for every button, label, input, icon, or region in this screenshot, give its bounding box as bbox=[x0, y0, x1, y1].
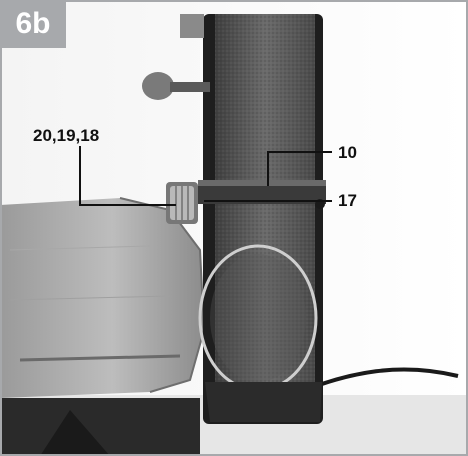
callout-20-19-18: 20,19,18 bbox=[33, 126, 100, 145]
callout-17: 17 bbox=[338, 191, 357, 210]
grinder-housing bbox=[0, 197, 206, 456]
tension-knob bbox=[142, 14, 210, 100]
leader-line-10 bbox=[267, 151, 332, 186]
belt-frame bbox=[198, 14, 323, 424]
leader-line-20-19-18 bbox=[79, 146, 176, 206]
callout-10: 10 bbox=[338, 143, 357, 162]
figure-tag: 6b bbox=[0, 0, 66, 48]
adjustment-knob-icon bbox=[166, 182, 198, 224]
